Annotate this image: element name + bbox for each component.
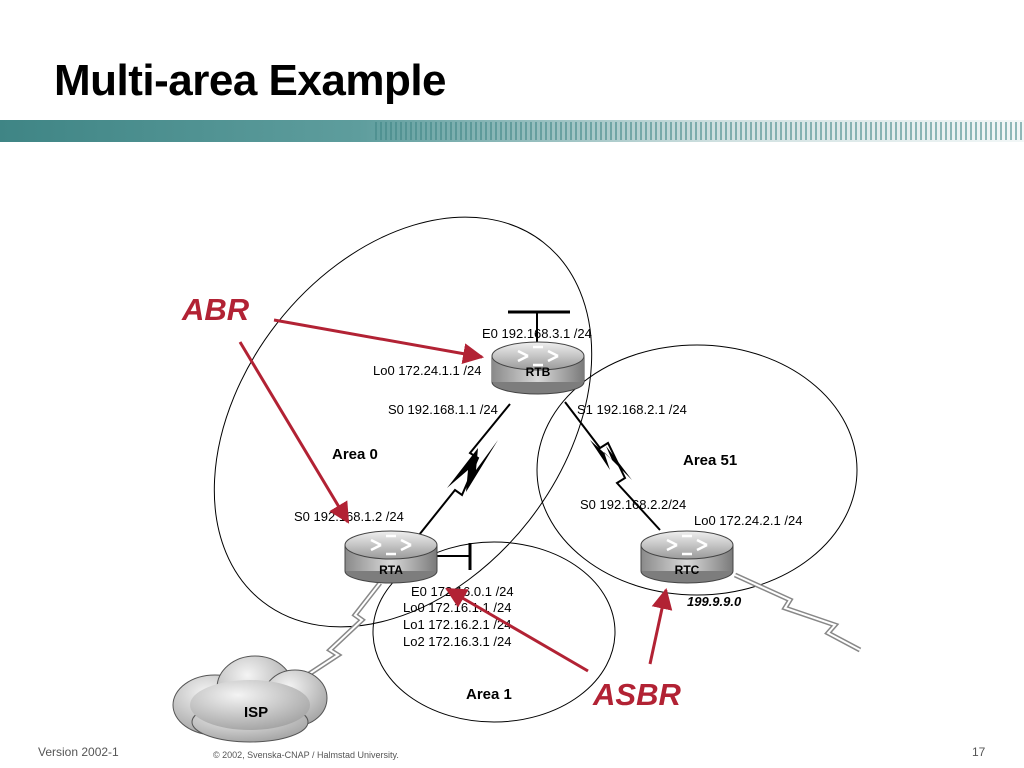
- router-rtc-label: RTC: [675, 563, 700, 577]
- router-rtb: RTB: [491, 341, 585, 395]
- area51-label: Area 51: [683, 452, 737, 469]
- serial-bolt-rta-rtb: [447, 440, 498, 492]
- rta-s0-label: S0 192.168.1.2 /24: [294, 509, 404, 524]
- abr-arrow-to-rtb: [273, 318, 485, 365]
- rta-lo0-label: Lo0 172.16.1.1 /24: [403, 600, 511, 615]
- router-icon: [517, 345, 559, 367]
- asbr-arrow-to-rta: [445, 587, 589, 673]
- router-rta: RTA: [344, 530, 438, 584]
- area0-label: Area 0: [332, 446, 378, 463]
- isp-label: ISP: [244, 704, 268, 721]
- area0-boundary: [213, 216, 593, 628]
- footer-copyright: © 2002, Svenska-CNAP / Halmstad Universi…: [213, 750, 399, 760]
- area1-label: Area 1: [466, 686, 512, 703]
- slide-title: Multi-area Example: [54, 56, 447, 105]
- router-rtc: RTC: [640, 530, 734, 584]
- footer-version: Version 2002-1: [38, 745, 119, 759]
- cloud-icon: [172, 655, 328, 743]
- router-rta-label: RTA: [379, 563, 403, 577]
- title-underline-band: [0, 120, 1024, 142]
- rtb-s0-label: S0 192.168.1.1 /24: [388, 402, 498, 417]
- rtb-s1-label: S1 192.168.2.1 /24: [577, 402, 687, 417]
- rtc-s0-label: S0 192.168.2.2/24: [580, 497, 686, 512]
- router-icon: [666, 534, 708, 556]
- rta-lo2-label: Lo2 172.16.3.1 /24: [403, 634, 511, 649]
- page-number: 17: [972, 745, 986, 759]
- serial-bolt-rtb-rtc: [590, 440, 632, 480]
- rta-lo1-label: Lo1 172.16.2.1 /24: [403, 617, 511, 632]
- area51-boundary: [536, 344, 858, 596]
- rtb-e0-label: E0 192.168.3.1 /24: [482, 326, 592, 341]
- asbr-arrow-to-rtc: [648, 587, 673, 665]
- area1-boundary: [372, 541, 616, 723]
- abr-arrow-to-rta: [238, 341, 350, 524]
- asbr-callout: ASBR: [592, 677, 681, 712]
- abr-callout: ABR: [181, 292, 250, 327]
- rtb-lo0-label: Lo0 172.24.1.1 /24: [373, 363, 481, 378]
- router-rtb-label: RTB: [526, 365, 551, 379]
- external-network-label: 199.9.9.0: [687, 594, 742, 609]
- rtc-lo0-label: Lo0 172.24.2.1 /24: [694, 513, 802, 528]
- router-icon: [370, 534, 412, 556]
